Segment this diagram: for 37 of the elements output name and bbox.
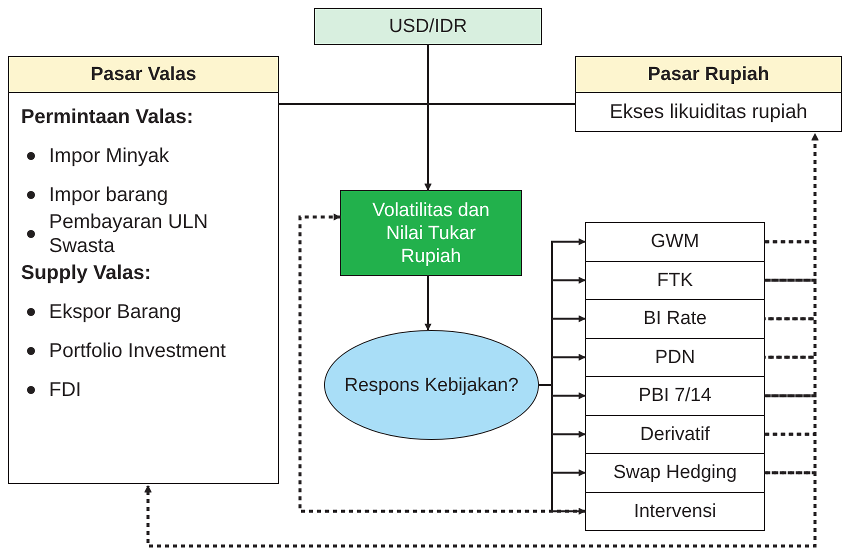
- dotted-arrow: [298, 214, 585, 513]
- arrow: [424, 276, 432, 331]
- panel-text: Ekses likuiditas rupiah: [610, 100, 808, 124]
- process-box: [585, 453, 765, 492]
- node-label: BI Rate: [643, 307, 707, 330]
- section-heading: Supply Valas:: [21, 260, 152, 284]
- node-label: PDN: [654, 346, 696, 369]
- node-label: Derivatif: [640, 422, 710, 446]
- process-box: [585, 414, 765, 454]
- node-label: Swap Hedging: [613, 461, 737, 484]
- process-box: [340, 190, 522, 276]
- list-item: Portfolio Investment: [49, 338, 226, 362]
- process-box: [585, 376, 765, 416]
- arrow: [424, 103, 575, 191]
- process-box: [585, 338, 765, 377]
- list-item: Impor Minyak: [49, 144, 170, 168]
- node-label: FTK: [657, 268, 693, 292]
- process-box: [585, 492, 765, 531]
- list-item: Impor barang: [49, 182, 168, 206]
- node-label: USD/IDR: [388, 15, 468, 38]
- panel-box: [8, 56, 279, 484]
- list-item: Ekspor Barang: [49, 300, 182, 324]
- node-label: GWM: [650, 230, 700, 254]
- process-box: [585, 299, 765, 338]
- section-heading: Permintaan Valas:: [21, 104, 194, 128]
- panel-title: Pasar Rupiah: [576, 57, 841, 93]
- list-item: Pembayaran ULN Swasta: [49, 210, 209, 258]
- process-box: [314, 8, 542, 45]
- process-box: [585, 222, 765, 262]
- list-item: FDI: [49, 378, 82, 402]
- node-label: Volatilitas dan Nilai Tukar Rupiah: [371, 198, 491, 268]
- panel-title: Pasar Valas: [9, 57, 278, 93]
- node-label: Respons Kebijakan?: [344, 374, 519, 396]
- process-box: [585, 260, 765, 300]
- node-label: PBI 7/14: [638, 384, 712, 408]
- panel-box: [575, 56, 842, 132]
- node-label: Intervensi: [634, 500, 716, 523]
